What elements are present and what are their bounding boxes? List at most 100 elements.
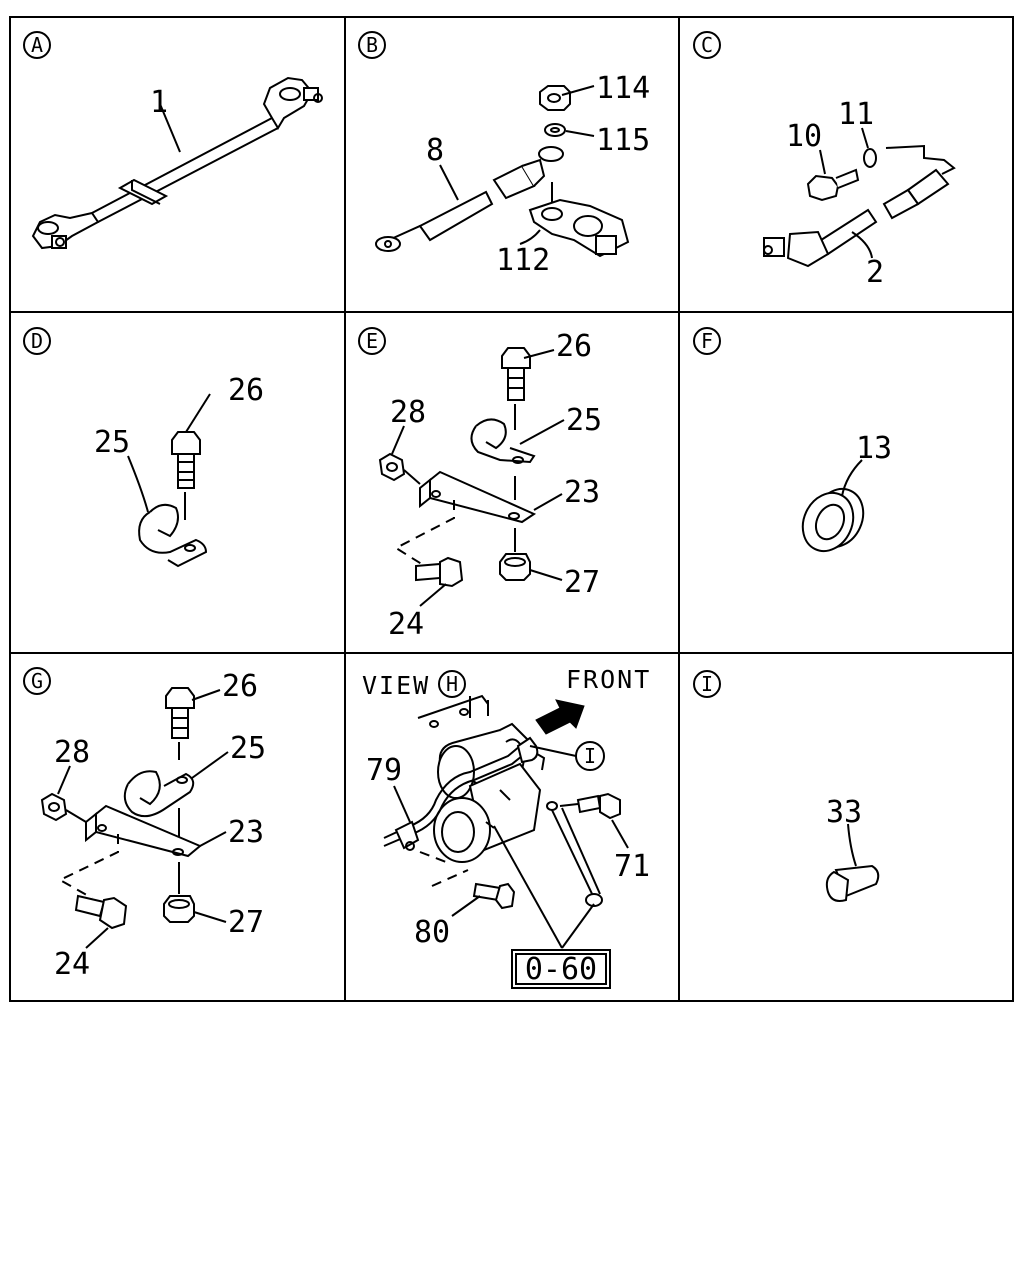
terminal-112 bbox=[528, 182, 630, 258]
panel-grid bbox=[9, 16, 1014, 1002]
callout-79: 79 bbox=[366, 753, 402, 788]
nut-e27 bbox=[499, 553, 531, 581]
callout-e27: 27 bbox=[564, 565, 600, 600]
leader-e28 bbox=[391, 425, 405, 455]
ground-strap bbox=[551, 807, 603, 907]
reference-box: 0-60 bbox=[511, 949, 611, 989]
panel-letter-d: D bbox=[23, 327, 51, 355]
panel-a: A 1 bbox=[23, 31, 323, 250]
panel-letter-i-text: I bbox=[701, 672, 713, 696]
callout-g24: 24 bbox=[54, 947, 90, 982]
panel-h: VIEW H FRONT bbox=[362, 665, 651, 989]
callout-2: 2 bbox=[866, 255, 884, 290]
panel-letter-c-text: C bbox=[701, 33, 713, 57]
leader-1 bbox=[159, 103, 181, 153]
axis-e-nut bbox=[403, 469, 421, 485]
view-letter-h-text: H bbox=[446, 672, 458, 696]
reference-box-text: 0-60 bbox=[525, 952, 597, 987]
battery-cable-1 bbox=[31, 76, 323, 250]
panel-letter-b-text: B bbox=[366, 33, 378, 57]
panel-letter-f: F bbox=[693, 327, 721, 355]
leader-i bbox=[529, 745, 577, 757]
bolt-80 bbox=[472, 882, 516, 910]
leader-79 bbox=[393, 785, 411, 823]
front-label: FRONT bbox=[566, 665, 651, 694]
panel-letter-e-text: E bbox=[366, 329, 378, 353]
callout-71: 71 bbox=[614, 849, 650, 884]
connector-i bbox=[516, 736, 539, 764]
clip-g25 bbox=[123, 770, 195, 818]
callout-115: 115 bbox=[596, 123, 650, 158]
callout-11: 11 bbox=[838, 97, 874, 132]
panel-b: B 114 115 8 bbox=[358, 31, 650, 278]
dash-e bbox=[393, 500, 455, 569]
callout-e23: 23 bbox=[564, 475, 600, 510]
leader-d25 bbox=[127, 455, 149, 513]
nut-114 bbox=[539, 85, 571, 111]
axis-71 bbox=[559, 803, 579, 807]
dash-g bbox=[57, 834, 119, 899]
panel-letter-a: A bbox=[23, 31, 51, 59]
bolt-g26 bbox=[165, 687, 195, 739]
bracket-g23 bbox=[85, 804, 202, 858]
leader-g26 bbox=[191, 689, 221, 701]
washer-11 bbox=[863, 148, 877, 168]
front-arrow-icon bbox=[535, 699, 585, 735]
leader-114 bbox=[561, 85, 595, 96]
axis-g-nut bbox=[65, 809, 87, 823]
dash-h-2 bbox=[419, 851, 447, 863]
leader-e25 bbox=[519, 419, 565, 445]
nut-e28 bbox=[378, 452, 406, 482]
leader-g25 bbox=[191, 751, 229, 779]
panel-i: I 33 bbox=[693, 670, 880, 902]
panel-letter-g-text: G bbox=[31, 669, 43, 693]
callout-114: 114 bbox=[596, 71, 650, 106]
callout-e24: 24 bbox=[388, 607, 424, 642]
leader-10 bbox=[819, 149, 826, 175]
panel-letter-g: G bbox=[23, 667, 51, 695]
panel-letter-b: B bbox=[358, 31, 386, 59]
grommet-13 bbox=[801, 487, 865, 553]
leader-d26 bbox=[185, 393, 211, 433]
callout-10: 10 bbox=[786, 119, 822, 154]
callout-e25: 25 bbox=[566, 403, 602, 438]
callout-80: 80 bbox=[414, 915, 450, 950]
starter-motor bbox=[417, 694, 558, 863]
leader-71 bbox=[611, 819, 629, 849]
leader-g24 bbox=[85, 927, 109, 949]
leader-e27 bbox=[529, 569, 563, 581]
leader-e23 bbox=[533, 493, 563, 511]
callout-1: 1 bbox=[150, 85, 168, 120]
panel-letter-i: I bbox=[693, 670, 721, 698]
dash-h-1 bbox=[431, 869, 469, 887]
washer-115 bbox=[544, 123, 566, 137]
callout-g23: 23 bbox=[228, 815, 264, 850]
cable-79 bbox=[383, 745, 523, 851]
callout-e28: 28 bbox=[390, 395, 426, 430]
washer-b bbox=[538, 146, 564, 162]
panel-letter-c: C bbox=[693, 31, 721, 59]
panel-letter-a-text: A bbox=[31, 33, 43, 57]
view-label: VIEW bbox=[362, 671, 430, 700]
panel-c: C 10 11 2 bbox=[693, 31, 956, 290]
bolt-26 bbox=[171, 431, 201, 489]
panel-d: D 26 25 bbox=[23, 327, 264, 568]
panel-letter-d-text: D bbox=[31, 329, 43, 353]
leader-8 bbox=[439, 164, 459, 201]
bolt-e24 bbox=[415, 556, 464, 588]
bolt-71 bbox=[576, 792, 621, 820]
leader-e24 bbox=[419, 583, 447, 607]
clip-e25 bbox=[470, 418, 536, 464]
panel-letter-e: E bbox=[358, 327, 386, 355]
panel-e: E bbox=[358, 327, 602, 642]
leader-13 bbox=[841, 459, 863, 497]
panel-f: F 13 bbox=[693, 327, 892, 553]
ref-letter-i: I bbox=[575, 741, 605, 771]
leader-115 bbox=[565, 130, 595, 137]
ref-letter-i-text: I bbox=[584, 744, 596, 768]
leader-ref-box-right bbox=[561, 903, 595, 949]
leader-g23 bbox=[199, 831, 227, 847]
bracket-e23 bbox=[419, 470, 537, 524]
panel-g: G bbox=[23, 667, 266, 982]
